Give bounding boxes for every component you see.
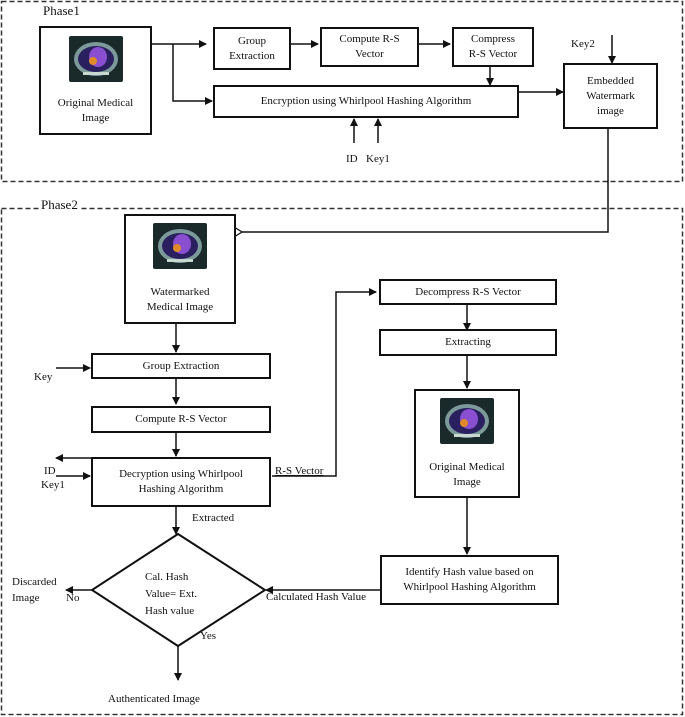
- group-extraction-box: Group Extraction: [213, 27, 291, 70]
- ct-scan-icon: [68, 35, 123, 82]
- connector-orig-to-encryption: [172, 44, 213, 105]
- original-medical-image-label-1: Original Medical: [57, 96, 134, 109]
- identify-hash-label-1: Identify Hash value based on: [405, 566, 534, 578]
- original-label-2: Image: [453, 475, 481, 488]
- extracting-label: Extracting: [445, 336, 491, 348]
- decryption-label-2: Hashing Algorithm: [138, 483, 224, 495]
- key2-label: Key2: [571, 38, 595, 50]
- key1-label-phase1: Key1: [366, 153, 390, 165]
- phase2-connectors: [55, 288, 471, 681]
- encryption-label: Encryption using Whirlpool Hashing Algor…: [260, 95, 472, 107]
- decision-line-1: Cal. Hash: [145, 571, 189, 583]
- extracted-label: Extracted: [192, 512, 235, 524]
- original-medical-image-label-2: Image: [81, 111, 110, 124]
- phase1-title: Phase1: [42, 3, 81, 19]
- identify-hash-box: Identify Hash value based on Whirlpool H…: [380, 555, 559, 605]
- group-extraction-label: Group Extraction: [142, 359, 220, 372]
- compute-rs-label-1: Compute R-S: [339, 33, 400, 45]
- compress-rs-label-2: R-S Vector: [468, 48, 518, 60]
- ct-scan-icon: [153, 223, 207, 269]
- compute-rs-vector-box: Compute R-S Vector: [320, 27, 419, 67]
- discarded-image-label-1: Discarded: [12, 576, 57, 588]
- decryption-box: Decryption using Whirlpool Hashing Algor…: [91, 457, 271, 507]
- embedded-label-1: Embedded: [586, 74, 635, 87]
- compress-rs-label-1: Compress: [471, 33, 515, 45]
- encryption-box: Encryption using Whirlpool Hashing Algor…: [213, 85, 519, 118]
- ct-scan-icon: [440, 397, 494, 444]
- rs-vector-label: R-S Vector: [275, 465, 324, 477]
- phase1-connectors: [152, 35, 616, 232]
- original-label-1: Original Medical: [429, 460, 505, 473]
- authenticated-image-label: Authenticated Image: [108, 693, 200, 705]
- key-label: Key: [34, 371, 53, 383]
- watermarked-label-2: Medical Image: [146, 301, 214, 313]
- calculated-hash-label: Calculated Hash Value: [266, 591, 366, 603]
- connector-decryption-to-decompress: [272, 288, 377, 477]
- phase2-frame: [0, 207, 684, 716]
- group-extraction-label-2: Extraction: [229, 49, 275, 62]
- decision-line-2: Value= Ext.: [145, 588, 198, 600]
- id-label-phase1: ID: [346, 153, 358, 165]
- compute-rs-label: Compute R-S Vector: [135, 413, 227, 425]
- decryption-label-1: Decryption using Whirlpool: [119, 468, 243, 480]
- discarded-image-label-2: Image: [12, 592, 40, 604]
- embedded-label-2: Watermark: [586, 89, 635, 102]
- connector-embedded-to-watermarked: [242, 128, 609, 232]
- embedded-watermark-box: Embedded Watermark image: [563, 63, 658, 129]
- id-label-phase2: ID: [44, 465, 56, 477]
- embedded-label-3: image: [597, 104, 624, 117]
- key1-label-phase2: Key1: [41, 479, 65, 491]
- group-extraction-label-1: Group: [237, 34, 267, 47]
- yes-label: Yes: [200, 630, 217, 642]
- compress-rs-vector-box: Compress R-S Vector: [452, 27, 534, 67]
- decision-line-3: Hash value: [145, 605, 195, 617]
- decompress-label: Decompress R-S Vector: [415, 285, 521, 298]
- phase1-frame: [0, 0, 684, 183]
- compute-rs-label-2: Vector: [355, 48, 384, 60]
- identify-hash-label-2: Whirlpool Hashing Algorithm: [403, 581, 536, 593]
- decision-diamond: [90, 532, 267, 648]
- watermarked-label-1: Watermarked: [150, 286, 210, 298]
- no-label: No: [66, 592, 80, 604]
- group-extraction-box-phase2: Group Extraction: [91, 353, 271, 379]
- extracting-box: Extracting: [379, 329, 557, 356]
- decision-text: Cal. Hash Value= Ext. Hash value: [145, 569, 197, 620]
- watermarked-medical-image-box: Watermarked Medical Image: [124, 214, 236, 324]
- original-medical-image-box-phase2: Original Medical Image: [414, 389, 520, 498]
- phase2-title: Phase2: [40, 197, 79, 213]
- original-medical-image-box: Original Medical Image: [39, 26, 152, 135]
- decompress-rs-vector-box: Decompress R-S Vector: [379, 279, 557, 305]
- compute-rs-vector-box-phase2: Compute R-S Vector: [91, 406, 271, 433]
